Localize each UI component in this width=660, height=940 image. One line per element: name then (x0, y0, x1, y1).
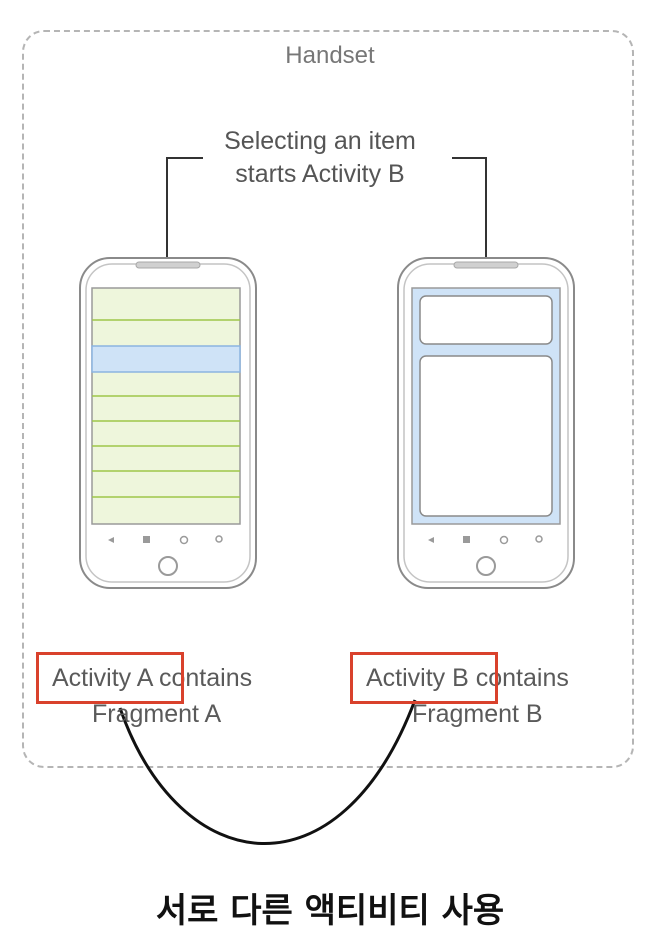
home-button-a (158, 556, 178, 576)
list-dividers (92, 319, 240, 498)
activity-a-highlight-box (36, 652, 184, 704)
selected-list-item (91, 345, 241, 373)
activity-b-highlight-box (350, 652, 498, 704)
fragment-b-header-box (419, 295, 553, 345)
callout-arrow-right (452, 157, 493, 289)
fragment-b-content-box (419, 355, 553, 517)
callout-text: Selecting an item starts Activity B (170, 125, 470, 191)
bottom-caption: 서로 다른 액티비티 사용 (155, 891, 505, 931)
phone-b (397, 257, 575, 589)
phone-a (79, 257, 257, 589)
phone-a-caption-line-1: Activity A contains (52, 664, 253, 692)
handset-frame (22, 30, 634, 768)
callout-line-2: starts Activity B (235, 160, 405, 188)
home-button-b (476, 556, 496, 576)
annotation-curve (118, 699, 417, 845)
nav-buttons-b (428, 535, 543, 545)
phone-b-caption-line-2: Fragment B (412, 700, 543, 728)
phone-b-caption-line-1: Activity B contains (366, 664, 569, 692)
fragment-a-list (91, 287, 241, 525)
handset-label: Handset (285, 42, 375, 69)
phone-a-caption-line-2: Fragment A (92, 700, 222, 728)
callout-line-1: Selecting an item (224, 127, 416, 155)
nav-buttons-a (108, 535, 223, 545)
callout-line-left (166, 157, 203, 290)
